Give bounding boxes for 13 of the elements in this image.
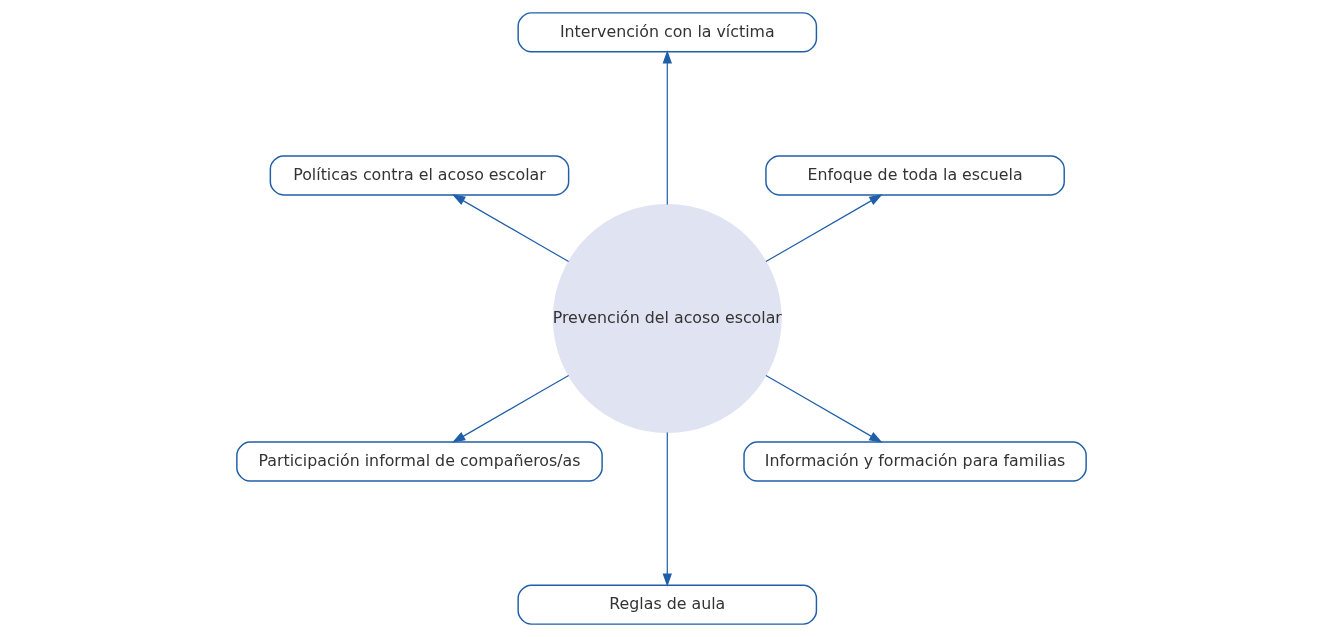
arrow [764, 194, 883, 263]
arrow [662, 431, 672, 587]
node-box: Enfoque de toda la escuela [764, 155, 1065, 196]
node-box: Reglas de aula [516, 584, 817, 625]
node-box: Información y formación para familias [742, 441, 1087, 482]
arrow [662, 50, 672, 206]
node-box: Políticas contra el acoso escolar [269, 155, 569, 196]
arrow [764, 374, 883, 443]
arrow [451, 374, 569, 443]
node-circle: Prevención del acoso escolar [552, 204, 782, 433]
node-box: Intervención con la víctima [516, 12, 817, 53]
arrow [451, 194, 569, 263]
node-box: Participación informal de compañeros/as [235, 441, 603, 482]
